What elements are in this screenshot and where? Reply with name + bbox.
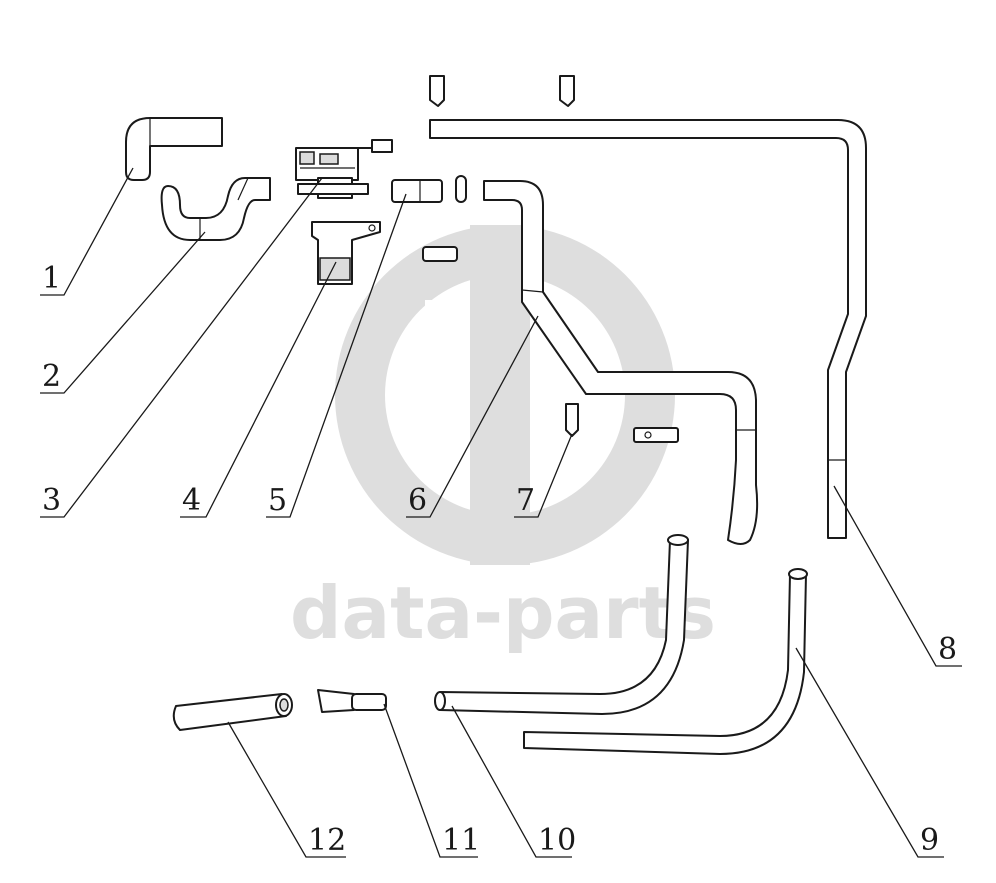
part-12-tube <box>172 693 293 731</box>
part-10-curved-hose <box>434 534 689 715</box>
leader-11 <box>383 703 478 858</box>
callout-9: 9 <box>920 823 939 858</box>
leader-9 <box>795 647 944 858</box>
leader-4 <box>180 261 337 518</box>
callout-3: 3 <box>42 483 61 518</box>
leader-7 <box>514 433 573 518</box>
callout-1: 1 <box>42 261 61 296</box>
leader-3 <box>40 177 323 518</box>
callout-8: 8 <box>938 632 957 667</box>
callout-6: 6 <box>408 483 427 518</box>
part-3-valve-assembly <box>295 139 393 199</box>
callout-11: 11 <box>442 823 480 858</box>
watermark-text: data-parts <box>290 571 716 655</box>
leader-10 <box>451 705 572 858</box>
leader-8 <box>833 485 962 667</box>
leader-6 <box>406 315 539 518</box>
leader-2 <box>40 231 206 394</box>
part-8-frame-pipe <box>429 119 867 539</box>
leader-lines <box>40 167 962 858</box>
small-hardware <box>422 75 679 443</box>
callout-7: 7 <box>516 483 535 518</box>
callout-10: 10 <box>538 823 576 858</box>
callout-5: 5 <box>268 483 287 518</box>
leader-12 <box>227 721 346 858</box>
part-11-connector <box>317 689 387 713</box>
leader-5 <box>266 193 407 518</box>
part-6-bent-pipe <box>483 180 759 545</box>
callout-12: 12 <box>308 823 346 858</box>
part-2-s-hose <box>160 177 271 241</box>
watermark: data-parts <box>290 225 716 655</box>
callout-2: 2 <box>42 359 61 394</box>
part-4-bracket <box>311 221 381 285</box>
leader-1 <box>40 167 134 296</box>
part-9-curved-hose <box>523 568 808 755</box>
callout-4: 4 <box>182 483 201 518</box>
part-1-elbow-hose <box>125 117 223 181</box>
part-5-sleeve <box>391 179 443 203</box>
callout-numbers: 1 2 3 4 5 6 7 8 9 10 11 12 <box>42 261 957 858</box>
